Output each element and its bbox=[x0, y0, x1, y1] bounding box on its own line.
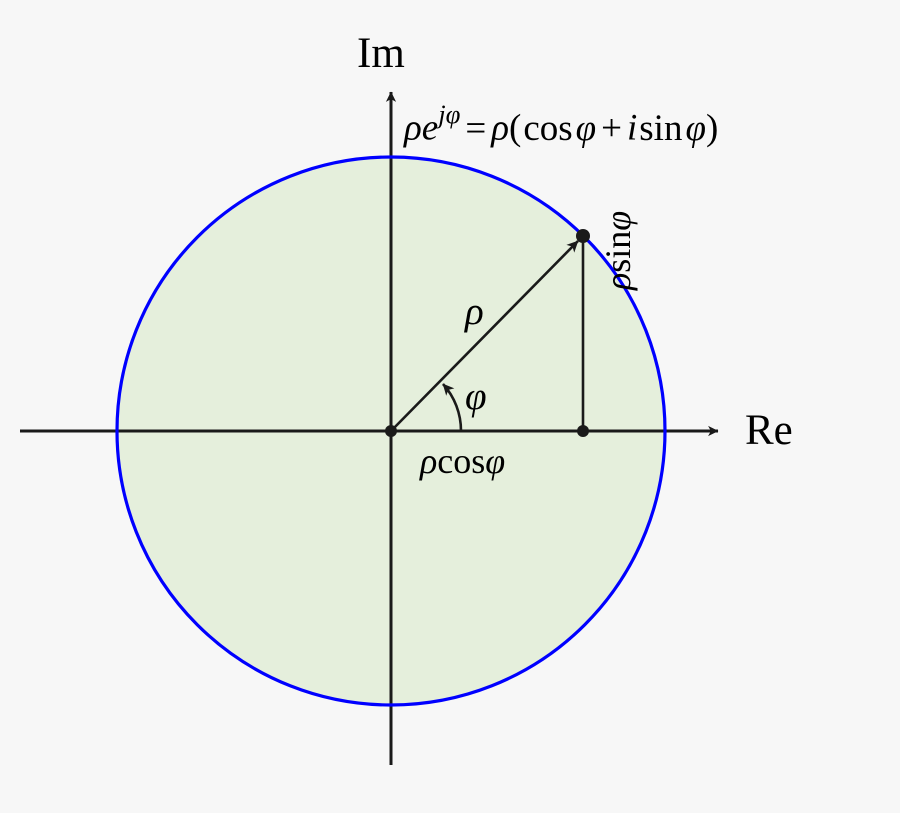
angle-label: φ bbox=[465, 375, 487, 418]
origin-dot bbox=[385, 425, 397, 437]
polar-form-equation: ρejφ=ρ(cosφ+isinφ) bbox=[404, 101, 718, 147]
equation-open-paren: ( bbox=[508, 107, 522, 149]
equation-phi-cos: φ bbox=[575, 107, 597, 149]
radius-label: ρ bbox=[465, 290, 484, 333]
complex-point-dot bbox=[576, 229, 590, 243]
unit-circle-outline bbox=[115, 155, 667, 707]
equation-phi-sin: φ bbox=[685, 107, 706, 149]
equation-e: e bbox=[421, 107, 439, 149]
real-part-rho: ρ bbox=[420, 441, 438, 481]
equation-sin: sin bbox=[639, 107, 683, 149]
real-part-label: ρcosφ bbox=[420, 443, 505, 479]
equation-plus: + bbox=[601, 107, 622, 149]
imaginary-part-phi: φ bbox=[598, 210, 638, 231]
imaginary-part-sin: sin bbox=[598, 230, 638, 273]
equation-rho-right: ρ bbox=[491, 107, 509, 149]
imaginary-axis-label: Im bbox=[357, 30, 405, 77]
radius-vector bbox=[390, 240, 579, 432]
equation-imaginary-unit: i bbox=[627, 107, 638, 149]
projection-foot-dot bbox=[577, 425, 589, 437]
equation-exponent: jφ bbox=[438, 99, 461, 129]
imaginary-part-label: ρsinφ bbox=[598, 210, 638, 290]
equation-close-paren: ) bbox=[705, 107, 719, 149]
equation-cos: cos bbox=[523, 107, 573, 149]
angle-arc bbox=[442, 383, 463, 432]
real-part-cos: cos bbox=[437, 441, 486, 481]
real-axis-label: Re bbox=[745, 407, 793, 454]
imaginary-part-rho: ρ bbox=[598, 272, 638, 290]
real-part-phi: φ bbox=[485, 441, 506, 481]
equation-rho-left: ρ bbox=[404, 107, 422, 149]
equation-equals: = bbox=[465, 107, 487, 149]
